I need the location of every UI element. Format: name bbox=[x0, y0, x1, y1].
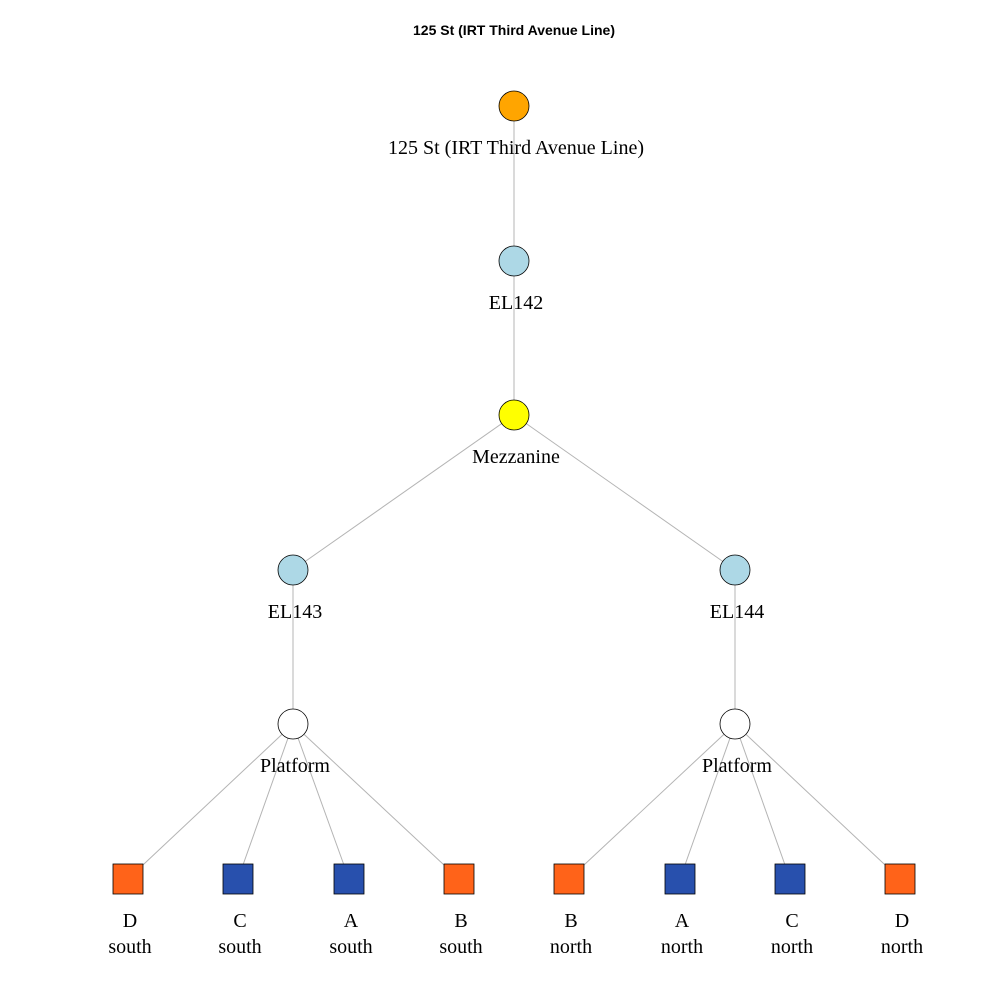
node-label: C bbox=[233, 910, 246, 932]
edge-platform-north-d-north bbox=[734, 723, 901, 880]
node-label: C bbox=[785, 910, 798, 932]
node-label: Mezzanine bbox=[472, 446, 560, 468]
node-circle bbox=[498, 245, 530, 277]
node-label: B bbox=[454, 910, 467, 932]
diagram-title: 125 St (IRT Third Avenue Line) bbox=[413, 22, 615, 38]
node-square bbox=[884, 863, 916, 895]
node-platform-north: Platform bbox=[702, 708, 772, 777]
node-circle bbox=[719, 554, 751, 586]
nodes: 125 St (IRT Third Avenue Line) EL142Mezza… bbox=[108, 90, 923, 958]
node-label: Platform bbox=[260, 755, 330, 777]
edge-mezzanine-el143 bbox=[292, 414, 515, 571]
node-el142: EL142 bbox=[489, 245, 543, 314]
edge-platform-north-b-north bbox=[568, 723, 736, 880]
node-label: EL143 bbox=[268, 601, 322, 623]
edge-platform-south-a-south bbox=[292, 723, 350, 880]
node-square bbox=[664, 863, 696, 895]
edges bbox=[127, 106, 901, 880]
node-label: north bbox=[550, 936, 592, 958]
edge-platform-south-d-south bbox=[127, 723, 294, 880]
node-square bbox=[553, 863, 585, 895]
node-el144: EL144 bbox=[710, 554, 764, 623]
node-square bbox=[112, 863, 144, 895]
edge-mezzanine-el144 bbox=[513, 414, 736, 571]
node-label: south bbox=[329, 936, 372, 958]
edge-platform-north-a-north bbox=[679, 723, 736, 880]
node-label: north bbox=[881, 936, 923, 958]
node-label: north bbox=[661, 936, 703, 958]
node-el143: EL143 bbox=[268, 554, 322, 623]
node-label: D bbox=[895, 910, 909, 932]
node-label: EL142 bbox=[489, 292, 543, 314]
edge-platform-south-b-south bbox=[292, 723, 460, 880]
node-label: EL144 bbox=[710, 601, 764, 623]
edge-platform-south-c-south bbox=[237, 723, 294, 880]
node-label: A bbox=[675, 910, 690, 932]
node-label: south bbox=[218, 936, 261, 958]
node-circle bbox=[719, 708, 751, 740]
node-label: Platform bbox=[702, 755, 772, 777]
node-label: north bbox=[771, 936, 813, 958]
node-label: A bbox=[344, 910, 359, 932]
node-label: 125 St (IRT Third Avenue Line) bbox=[388, 137, 644, 159]
node-label: D bbox=[123, 910, 137, 932]
node-label: B bbox=[564, 910, 577, 932]
node-square bbox=[443, 863, 475, 895]
node-square bbox=[774, 863, 806, 895]
node-label: south bbox=[439, 936, 482, 958]
node-circle bbox=[277, 708, 309, 740]
node-square bbox=[333, 863, 365, 895]
node-station: 125 St (IRT Third Avenue Line) bbox=[388, 90, 644, 159]
node-circle bbox=[498, 399, 530, 431]
node-circle bbox=[277, 554, 309, 586]
edge-platform-north-c-north bbox=[734, 723, 791, 880]
node-mezzanine: Mezzanine bbox=[472, 399, 560, 468]
node-circle bbox=[498, 90, 530, 122]
node-label: south bbox=[108, 936, 151, 958]
node-square bbox=[222, 863, 254, 895]
node-platform-south: Platform bbox=[260, 708, 330, 777]
